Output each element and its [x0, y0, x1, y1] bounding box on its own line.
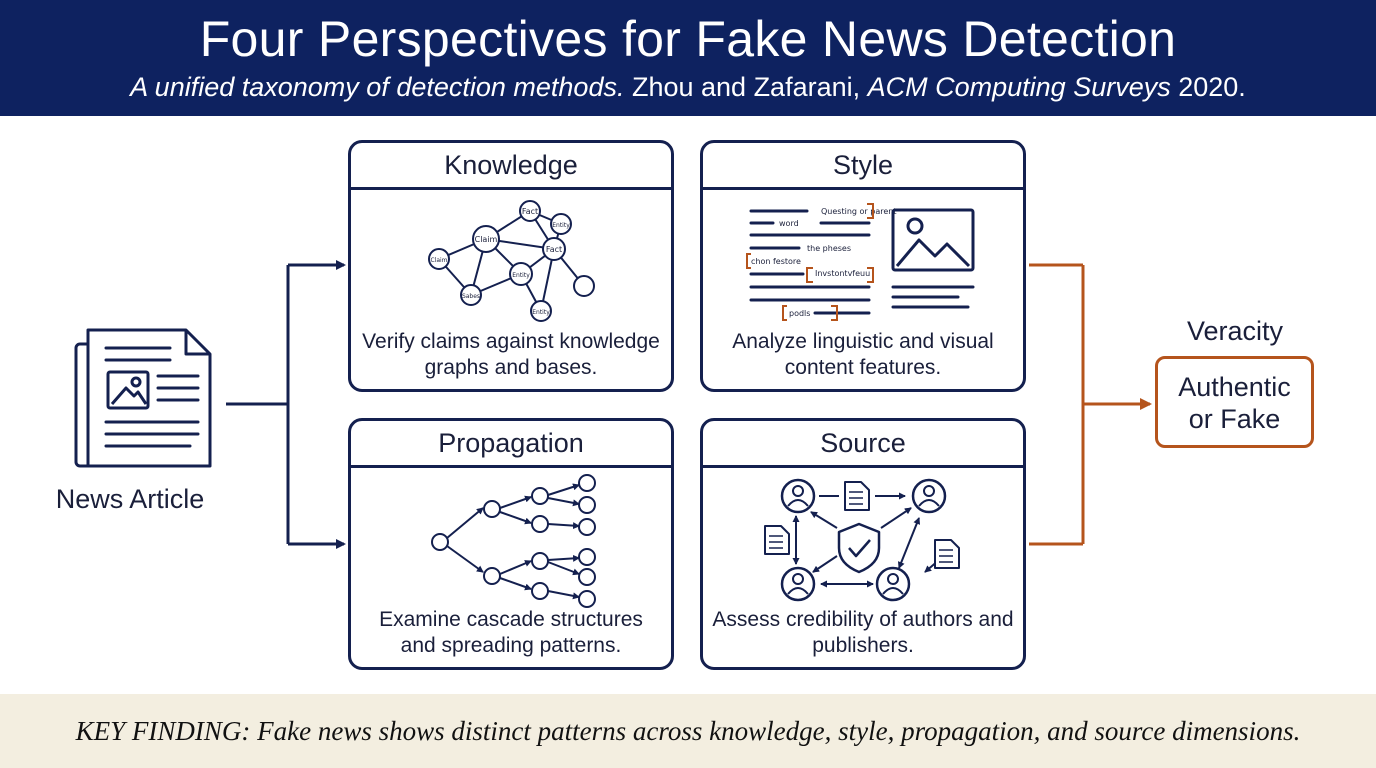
style-text-snippet: word: [779, 219, 799, 228]
source-network-icon: [764, 478, 960, 602]
graph-node-label: Entity: [532, 309, 550, 316]
style-text-snippet: Invstontvfeuu: [815, 269, 870, 278]
panel-knowledge-description: Verify claims against knowledge graphs a…: [362, 330, 660, 379]
subtitle-authors: Zhou and Zafarani,: [624, 72, 868, 102]
style-text-snippet: chon festore: [751, 257, 801, 266]
output-arrows: [1029, 263, 1152, 546]
graph-node-label: Claim: [475, 235, 498, 244]
page-title: Four Perspectives for Fake News Detectio…: [199, 11, 1177, 67]
verdict-line-2: or Fake: [1188, 404, 1281, 434]
image-icon: [891, 208, 975, 272]
panel-knowledge-title: Knowledge: [351, 143, 671, 190]
panel-source: Source: [700, 418, 1026, 670]
panel-style-title: Style: [703, 143, 1023, 190]
subtitle-year: 2020.: [1170, 72, 1246, 102]
style-text-snippet: podls: [789, 309, 810, 318]
style-text-snippet: the pheses: [807, 244, 851, 253]
style-features-icon: Questing or parent word the pheses chon …: [746, 203, 975, 321]
cascade-tree-icon: [431, 474, 596, 608]
graph-node-label: Fact: [522, 207, 538, 216]
verdict-line-1: Authentic: [1178, 372, 1291, 402]
header-banner: Four Perspectives for Fake News Detectio…: [0, 0, 1376, 116]
panel-style-description: Analyze linguistic and visual content fe…: [732, 330, 994, 379]
shield-check-icon: [837, 522, 881, 574]
graph-node-label: Entity: [552, 222, 570, 229]
panel-propagation-title: Propagation: [351, 421, 671, 468]
graph-node-label: Claim: [430, 257, 447, 264]
subtitle-venue: ACM Computing Surveys: [867, 72, 1171, 102]
news-article-label: News Article: [55, 484, 205, 514]
input-arrows: [226, 260, 346, 549]
panel-propagation-description: Examine cascade structures and spreading…: [379, 608, 643, 657]
key-finding-banner: KEY FINDING: Fake news shows distinct pa…: [0, 694, 1376, 768]
key-finding-text: KEY FINDING: Fake news shows distinct pa…: [75, 716, 1301, 746]
graph-node-label: Fact: [546, 245, 562, 254]
panel-knowledge: Knowledge: [348, 140, 674, 392]
panel-source-title: Source: [703, 421, 1023, 468]
newspaper-icon: [74, 328, 212, 468]
knowledge-graph-icon: Claim Fact Entity Fact Claim Entity Sabe…: [428, 200, 595, 322]
panel-propagation: Propagation: [348, 418, 674, 670]
page-subtitle: A unified taxonomy of detection methods.…: [0, 70, 1376, 104]
subtitle-description: A unified taxonomy of detection methods.: [130, 72, 625, 102]
graph-node-label: Sabes: [462, 293, 480, 300]
style-text-snippet: Questing or parent: [821, 207, 896, 216]
verdict-box: Authentic or Fake: [1155, 356, 1314, 448]
document-icon: [764, 481, 960, 569]
graph-node-label: Entity: [512, 272, 530, 279]
panel-style: Style Questing or parent word the pheses…: [700, 140, 1026, 392]
veracity-label: Veracity: [1186, 316, 1284, 346]
panel-source-description: Assess credibility of authors and publis…: [712, 608, 1014, 657]
